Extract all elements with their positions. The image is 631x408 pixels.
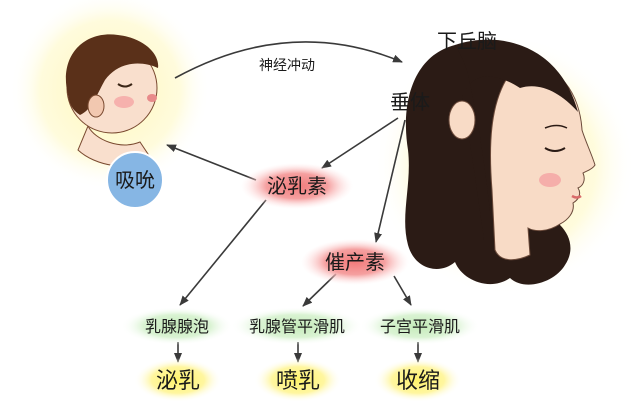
lactation-label: 泌乳 xyxy=(156,368,200,393)
pituitary-to-oxytocin-arrow xyxy=(374,119,406,243)
prolactin-label: 泌乳素 xyxy=(267,175,327,198)
duct-smooth-muscle-label: 乳腺管平滑肌 xyxy=(249,318,345,336)
suckling-node: 吸吮 xyxy=(106,151,164,209)
nerve-impulse-label: 神经冲动 xyxy=(259,57,315,73)
nerve-impulse-arrow xyxy=(174,41,403,79)
uterine-smooth-muscle-label: 子宫平滑肌 xyxy=(380,318,460,336)
uterine-smooth-muscle-node: 子宫平滑肌 xyxy=(360,307,480,345)
milk-ejection-label: 喷乳 xyxy=(276,368,320,393)
duct-smooth-muscle-node: 乳腺管平滑肌 xyxy=(231,307,363,345)
milk-ejection-node: 喷乳 xyxy=(254,358,342,402)
contraction-label: 收缩 xyxy=(396,368,440,393)
prolactin-to-alveoli-arrow xyxy=(179,199,267,306)
alveoli-label: 乳腺腺泡 xyxy=(145,318,209,336)
suckling-label: 吸吮 xyxy=(115,169,155,192)
prolactin-node: 泌乳素 xyxy=(241,163,353,209)
contraction-node: 收缩 xyxy=(374,358,462,402)
pituitary-to-prolactin-arrow xyxy=(321,117,399,169)
lactation-node: 泌乳 xyxy=(134,358,222,402)
oxytocin-label: 催产素 xyxy=(325,251,385,274)
prolactin-to-suckling-arrow xyxy=(166,144,257,181)
pituitary-label: 垂体 xyxy=(390,91,430,114)
oxytocin-node: 催产素 xyxy=(301,239,409,285)
woman-illustration xyxy=(405,39,596,285)
hypothalamus-label: 下丘脑 xyxy=(437,30,497,53)
oxytocin-to-uterus-arrow xyxy=(393,275,412,306)
alveoli-node: 乳腺腺泡 xyxy=(121,307,233,345)
